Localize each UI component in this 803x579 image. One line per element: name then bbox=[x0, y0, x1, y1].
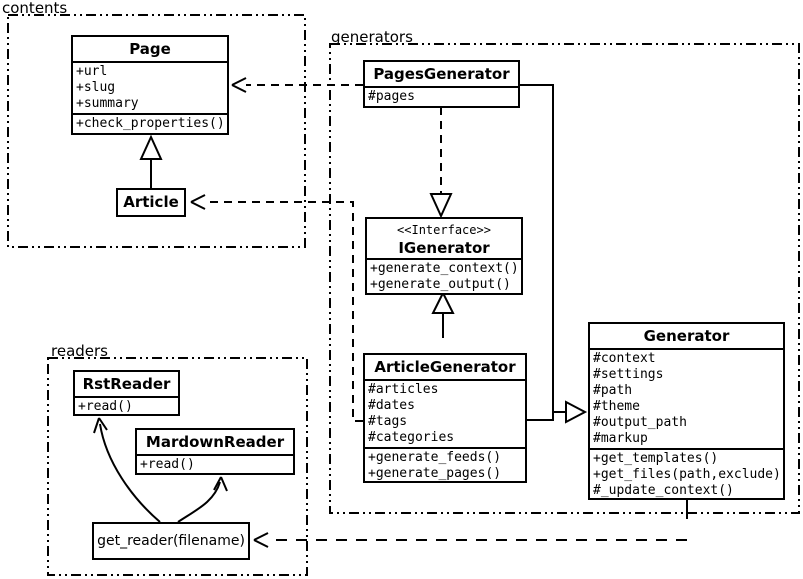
package-label-generators: generators bbox=[331, 28, 413, 46]
node-get-reader-label: get_reader(filename) bbox=[97, 533, 245, 549]
class-rstreader-title: RstReader bbox=[82, 375, 171, 393]
class-generator: Generator #context #settings #path #them… bbox=[588, 322, 785, 500]
realization-triangle-icon bbox=[431, 290, 455, 314]
class-igenerator-stereotype: <<Interface>> bbox=[397, 223, 491, 237]
class-pagesgenerator: PagesGenerator #pages bbox=[363, 60, 520, 108]
class-member: #theme bbox=[593, 399, 640, 414]
class-member: +generate_pages() bbox=[368, 466, 502, 481]
class-member: +read() bbox=[78, 399, 133, 414]
package-border-generators bbox=[329, 43, 800, 514]
class-member: #tags bbox=[368, 414, 408, 429]
package-border-contents bbox=[7, 14, 306, 248]
class-articlegenerator-title: ArticleGenerator bbox=[374, 358, 516, 376]
class-pagesgenerator-title: PagesGenerator bbox=[373, 65, 510, 83]
class-generator-methods: +get_templates() +get_files(path,exclude… bbox=[590, 448, 783, 498]
class-member: #_update_context() bbox=[593, 483, 734, 498]
class-article: Article bbox=[116, 188, 186, 217]
node-get-reader: get_reader(filename) bbox=[92, 522, 250, 560]
class-mardownreader-methods: +read() bbox=[137, 454, 293, 473]
class-page-attributes: +url +slug +summary bbox=[73, 61, 227, 113]
dependency-arrowhead-icon bbox=[253, 532, 269, 548]
class-mardownreader-title: MardownReader bbox=[145, 433, 285, 451]
class-member: #pages bbox=[368, 89, 415, 104]
class-member: +read() bbox=[140, 457, 195, 472]
package-label-readers: readers bbox=[51, 342, 108, 360]
class-articlegenerator-attributes: #articles #dates #tags #categories bbox=[365, 379, 525, 447]
class-member: +generate_context() bbox=[370, 261, 519, 276]
class-member: #output_path bbox=[593, 415, 687, 430]
inheritance-triangle-icon bbox=[139, 134, 163, 160]
package-border-readers bbox=[47, 357, 308, 576]
class-member: +summary bbox=[76, 96, 139, 111]
class-igenerator-title: IGenerator bbox=[398, 239, 490, 257]
class-page: Page +url +slug +summary +check_properti… bbox=[71, 35, 229, 135]
realization-triangle-icon bbox=[429, 193, 453, 219]
class-member: +slug bbox=[76, 80, 116, 95]
class-article-title: Article bbox=[123, 193, 179, 211]
class-member: #context bbox=[593, 351, 656, 366]
class-member: +check_properties() bbox=[76, 116, 225, 131]
class-member: +generate_output() bbox=[370, 277, 511, 292]
class-rstreader-methods: +read() bbox=[75, 396, 178, 414]
class-member: #settings bbox=[593, 367, 664, 382]
edge-articlegenerator-depends-article bbox=[205, 201, 363, 422]
package-label-contents: contents bbox=[2, 0, 68, 17]
class-member: #articles bbox=[368, 382, 439, 397]
class-page-title: Page bbox=[129, 40, 171, 58]
class-member: +url bbox=[76, 64, 108, 79]
inheritance-triangle-icon bbox=[565, 400, 588, 424]
edge-getreader-calls-rstreader bbox=[99, 423, 161, 523]
class-member: #path bbox=[593, 383, 633, 398]
class-generator-attributes: #context #settings #path #theme #output_… bbox=[590, 348, 783, 448]
edge-getreader-calls-mardownreader bbox=[177, 481, 221, 523]
class-igenerator-methods: +generate_context() +generate_output() bbox=[367, 258, 521, 293]
class-articlegenerator: ArticleGenerator #articles #dates #tags … bbox=[363, 353, 527, 483]
class-mardownreader: MardownReader +read() bbox=[135, 428, 295, 475]
call-arrowhead-icon bbox=[213, 476, 228, 492]
dependency-arrowhead-icon bbox=[231, 77, 247, 93]
class-igenerator: <<Interface>> IGenerator +generate_conte… bbox=[365, 217, 523, 295]
class-member: +get_files(path,exclude) bbox=[593, 467, 781, 482]
class-rstreader: RstReader +read() bbox=[73, 370, 180, 416]
class-member: +get_templates() bbox=[593, 451, 719, 466]
dependency-arrowhead-icon bbox=[190, 194, 206, 210]
class-member: +generate_feeds() bbox=[368, 450, 502, 465]
edge-articlegenerator-extends-generator bbox=[527, 412, 554, 421]
class-generator-title: Generator bbox=[643, 327, 730, 345]
class-page-methods: +check_properties() bbox=[73, 113, 227, 133]
edge-pagesgenerator-extends-generator bbox=[520, 84, 566, 413]
call-arrowhead-icon bbox=[93, 417, 108, 434]
class-member: #markup bbox=[593, 431, 648, 446]
class-articlegenerator-methods: +generate_feeds() +generate_pages() bbox=[365, 447, 525, 481]
class-pagesgenerator-attributes: #pages bbox=[365, 86, 518, 106]
class-member: #dates bbox=[368, 398, 415, 413]
class-member: #categories bbox=[368, 430, 455, 445]
